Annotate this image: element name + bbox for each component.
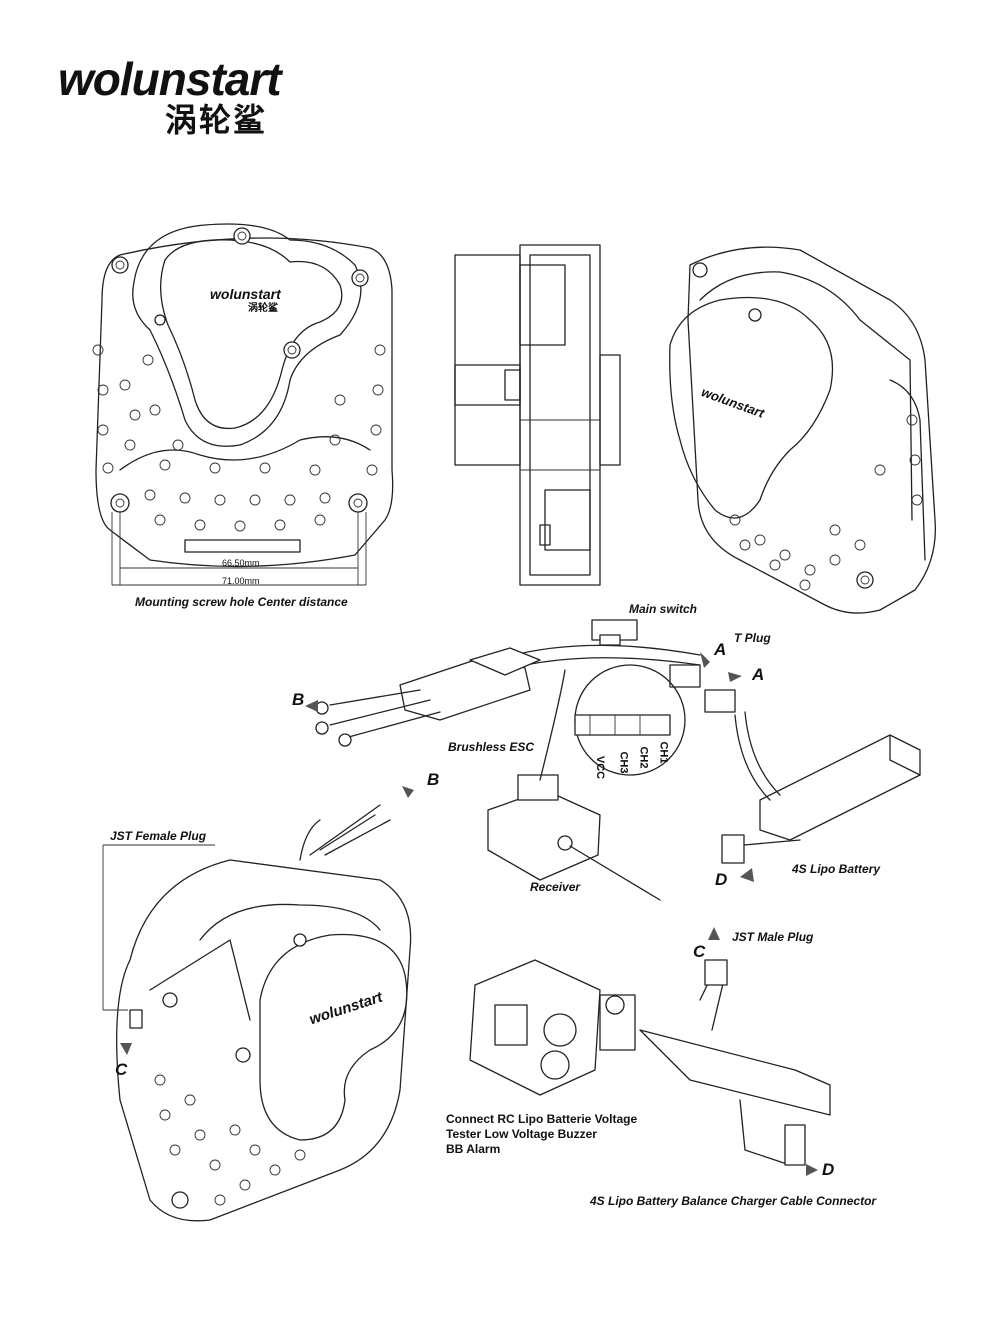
label-jst-male: JST Male Plug bbox=[732, 930, 814, 944]
mounting-caption: Mounting screw hole Center distance bbox=[135, 595, 348, 609]
dimension-outer: 71.00mm bbox=[222, 576, 260, 586]
side-view-drawing bbox=[454, 244, 621, 586]
front-view-drawing bbox=[92, 223, 394, 586]
connector-b-1: B bbox=[292, 690, 305, 709]
dimension-inner: 66.50mm bbox=[222, 558, 260, 568]
label-tester-line-1: Connect RC Lipo Batterie Voltage bbox=[446, 1112, 638, 1126]
label-balance-connector: 4S Lipo Battery Balance Charger Cable Co… bbox=[590, 1194, 877, 1208]
label-ch1: CH1 bbox=[657, 741, 670, 764]
label-lipo-battery: 4S Lipo Battery bbox=[792, 862, 881, 876]
motor-iso-drawing bbox=[102, 804, 412, 1222]
iso-view-drawing bbox=[669, 246, 936, 614]
connector-d-1: D bbox=[715, 870, 728, 889]
label-brushless-esc: Brushless ESC bbox=[448, 740, 535, 754]
connector-c-2: C bbox=[693, 942, 706, 961]
label-main-switch: Main switch bbox=[629, 602, 698, 616]
label-tester-line-2: Tester Low Voltage Buzzer bbox=[446, 1127, 597, 1141]
connector-c-1: C bbox=[115, 1060, 128, 1079]
brand-logo-chinese: 涡轮鲨 bbox=[165, 102, 268, 138]
connector-a-1: A bbox=[714, 640, 727, 659]
motor-logo-front: wolunstart bbox=[210, 286, 281, 302]
connector-b-2: B bbox=[427, 770, 440, 789]
label-ch2: CH2 bbox=[637, 746, 650, 769]
brand-logo-text: wolunstart bbox=[58, 53, 282, 105]
motor-logo-front-cn: 涡轮鲨 bbox=[248, 303, 278, 314]
label-tester-line-3: BB Alarm bbox=[446, 1142, 501, 1156]
wiring-drawing bbox=[315, 619, 921, 901]
label-t-plug: T Plug bbox=[734, 631, 771, 645]
label-vcc: VCC bbox=[594, 755, 607, 780]
voltage-tester-drawing bbox=[469, 959, 831, 1166]
connector-arrows bbox=[120, 652, 818, 1176]
connector-a-2: A bbox=[752, 665, 765, 684]
label-receiver: Receiver bbox=[530, 880, 581, 894]
label-ch3: CH3 bbox=[617, 751, 630, 774]
label-jst-female: JST Female Plug bbox=[110, 829, 207, 843]
connector-d-2: D bbox=[822, 1160, 835, 1179]
